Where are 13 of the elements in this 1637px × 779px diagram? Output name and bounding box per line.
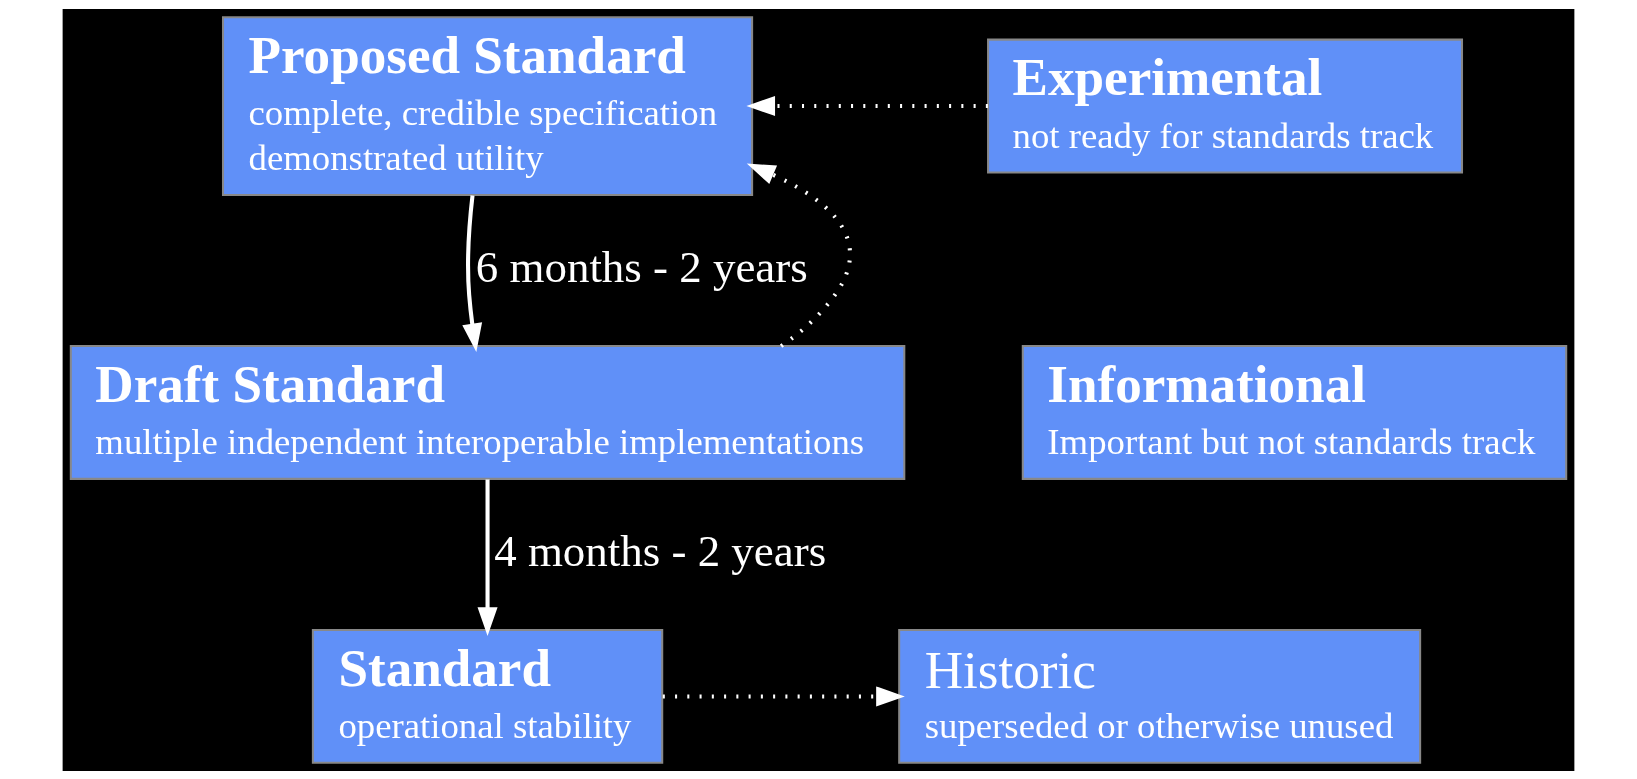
edge-label: 6 months - 2 years	[475, 241, 808, 292]
node-box: Draft Standard multiple independent interoperable implementations	[69, 344, 906, 480]
node-box: Proposed Standard complete, credible specification demonstrated utility	[222, 15, 754, 196]
arrow	[746, 95, 988, 116]
edge-label: 4 months - 2 years	[494, 525, 827, 576]
arrow	[462, 194, 483, 352]
node-box: Historic superseded or otherwise unused	[898, 628, 1422, 764]
node-box: Informational Important but not standards track	[1021, 344, 1568, 480]
arrow	[662, 685, 905, 706]
node-box: Experimental not ready for standards track	[987, 38, 1464, 173]
arrow	[477, 478, 498, 636]
arrow	[746, 163, 852, 348]
node-box: Standard operational stability	[311, 628, 664, 764]
